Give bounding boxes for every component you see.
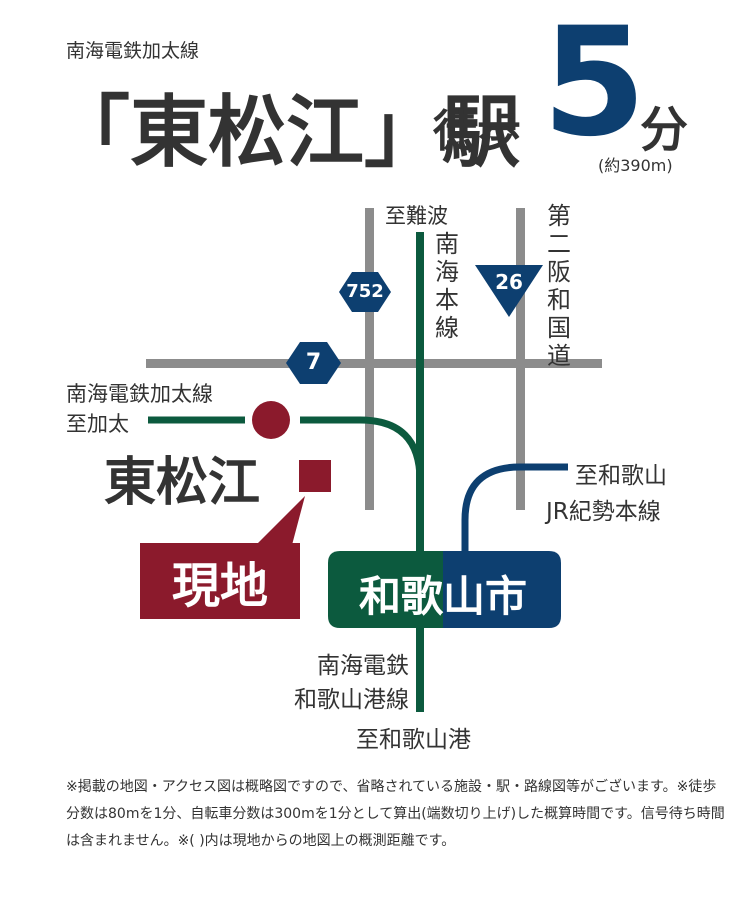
site-marker [299, 460, 331, 492]
route-752-sign [339, 272, 391, 312]
nankai-main-line-label: 南 海 本 線 [435, 230, 459, 342]
nankai-main-line [416, 232, 424, 712]
jr-kisei-line [461, 463, 568, 555]
station-title: 「東松江」駅 [52, 88, 521, 178]
route-7-sign [286, 342, 341, 384]
port-line-label-2: 和歌山港線 [294, 687, 409, 713]
city-box-left [328, 551, 443, 628]
to-port-label: 至和歌山港 [356, 727, 471, 753]
city-label-right: 山市 [443, 572, 528, 621]
genchi-label: 現地 [171, 558, 268, 614]
city-box-right [443, 551, 561, 628]
footnote: ※掲載の地図・アクセス図は概略図ですので、省略されている施設・駅・路線図等がござ… [66, 779, 725, 849]
minute-unit: 分 [640, 102, 689, 158]
walk-minutes: 5 [542, 0, 647, 170]
station-marker [252, 401, 290, 439]
route-26-number: 26 [495, 270, 523, 294]
to-wakayama-label: 至和歌山 [575, 463, 667, 489]
hanwa-road-label: 第 二 阪 和 国 道 [547, 202, 571, 370]
station-name: 東松江 [104, 453, 261, 513]
walk-label: 徒歩 [433, 106, 521, 157]
to-namba-label: 至難波 [385, 204, 448, 228]
port-line-label-1: 南海電鉄 [317, 653, 409, 679]
genchi-box [140, 543, 300, 619]
jr-kisei-label: JR紀勢本線 [546, 499, 661, 525]
genchi-callout-pointer [256, 496, 305, 545]
route-26-sign [475, 265, 543, 317]
city-label-left: 和歌 [358, 572, 443, 621]
route-752-number: 752 [346, 281, 384, 302]
kada-line-label: 南海電鉄加太線 [66, 382, 213, 406]
line-name: 南海電鉄加太線 [66, 40, 200, 62]
to-kada-label: 至加太 [66, 412, 129, 436]
road-7 [146, 359, 602, 368]
distance-note: (約390m) [598, 156, 673, 175]
route-7-number: 7 [305, 350, 322, 375]
